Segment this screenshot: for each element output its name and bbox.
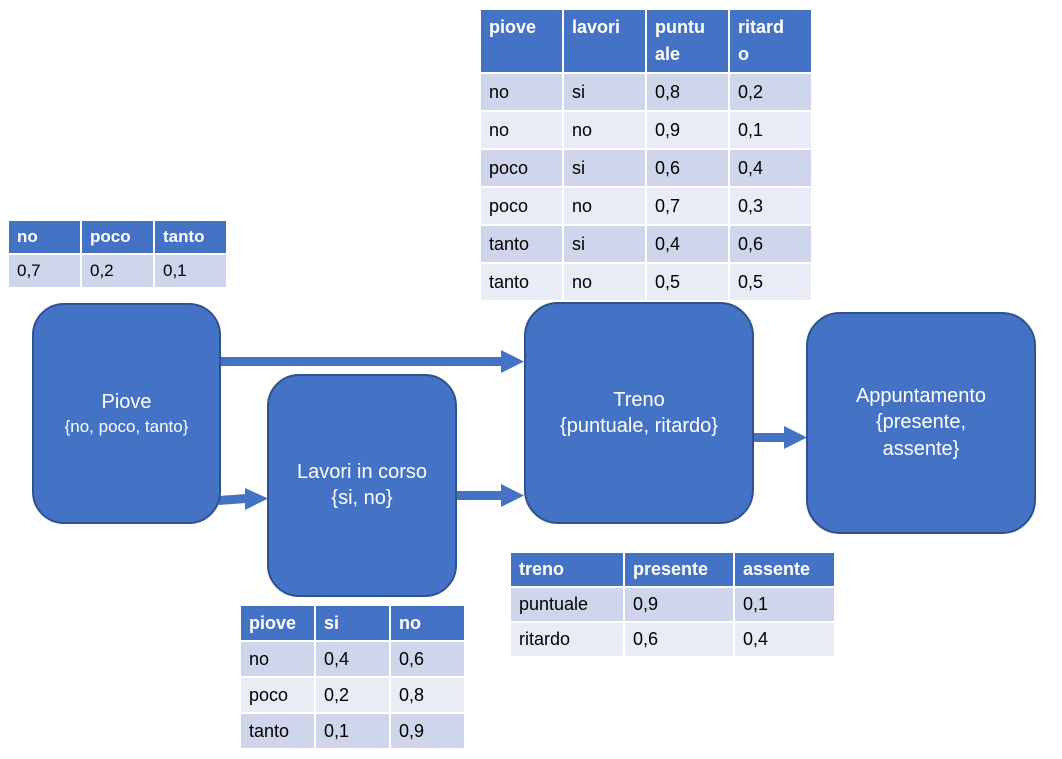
table-cell: 0,9 bbox=[624, 587, 734, 622]
table-cell: no bbox=[563, 111, 646, 149]
header-cell: puntu ale bbox=[646, 9, 729, 73]
table-cell: 0,8 bbox=[390, 677, 465, 713]
table-cell: poco bbox=[480, 149, 563, 187]
node-appuntamento-states-line2: assente} bbox=[882, 438, 960, 460]
header-cell: presente bbox=[624, 552, 734, 587]
table-cell: 0,7 bbox=[8, 254, 81, 288]
node-piove-title: Piove bbox=[101, 391, 152, 413]
header-cell: ritard o bbox=[729, 9, 812, 73]
table-cell: 0,7 bbox=[646, 187, 729, 225]
header-cell: tanto bbox=[154, 220, 227, 254]
table-cell: 0,6 bbox=[729, 225, 812, 263]
header-text: ritard bbox=[738, 17, 785, 37]
node-lavori-states: {si, no} bbox=[331, 487, 393, 509]
header-cell: no bbox=[8, 220, 81, 254]
header-text: puntu bbox=[655, 17, 705, 37]
table-cell: no bbox=[563, 187, 646, 225]
header-cell: piove bbox=[240, 605, 315, 641]
table-header-row: piove si no bbox=[240, 605, 465, 641]
table-row: poco si 0,6 0,4 bbox=[480, 149, 812, 187]
table-cell: poco bbox=[240, 677, 315, 713]
table-cell: 0,6 bbox=[646, 149, 729, 187]
table-cell: 0,4 bbox=[646, 225, 729, 263]
header-cell: assente bbox=[734, 552, 835, 587]
edge-treno-appuntamento bbox=[752, 426, 807, 449]
table-cell: 0,4 bbox=[734, 622, 835, 657]
table-cell: 0,2 bbox=[315, 677, 390, 713]
header-cell: piove bbox=[480, 9, 563, 73]
table-cell: 0,2 bbox=[729, 73, 812, 111]
table-cell: 0,8 bbox=[646, 73, 729, 111]
header-cell: treno bbox=[510, 552, 624, 587]
table-cell: 0,6 bbox=[624, 622, 734, 657]
table-cell: 0,4 bbox=[729, 149, 812, 187]
header-text: piove bbox=[489, 17, 537, 37]
table-cell: no bbox=[563, 263, 646, 301]
node-lavori-in-corso[interactable]: Lavori in corso {si, no} bbox=[267, 374, 457, 597]
table-cell: 0,4 bbox=[315, 641, 390, 677]
table-row: ritardo 0,6 0,4 bbox=[510, 622, 835, 657]
table-cell: puntuale bbox=[510, 587, 624, 622]
table-cell: si bbox=[563, 149, 646, 187]
table-header-row: no poco tanto bbox=[8, 220, 227, 254]
table-row: tanto no 0,5 0,5 bbox=[480, 263, 812, 301]
header-text: ale bbox=[655, 44, 681, 64]
table-row: tanto 0,1 0,9 bbox=[240, 713, 465, 749]
table-cell: 0,1 bbox=[729, 111, 812, 149]
table-cell: 0,1 bbox=[154, 254, 227, 288]
table-row: poco no 0,7 0,3 bbox=[480, 187, 812, 225]
header-cell: si bbox=[315, 605, 390, 641]
table-cell: 0,2 bbox=[81, 254, 154, 288]
table-row: no 0,4 0,6 bbox=[240, 641, 465, 677]
table-row: tanto si 0,4 0,6 bbox=[480, 225, 812, 263]
table-cell: tanto bbox=[480, 225, 563, 263]
table-cell: ritardo bbox=[510, 622, 624, 657]
table-cell: 0,6 bbox=[390, 641, 465, 677]
table-cell: 0,5 bbox=[729, 263, 812, 301]
table-cell: 0,3 bbox=[729, 187, 812, 225]
table-cell: si bbox=[563, 225, 646, 263]
node-appuntamento-states-line1: {presente, bbox=[875, 411, 967, 433]
table-cell: si bbox=[563, 73, 646, 111]
table-row: no no 0,9 0,1 bbox=[480, 111, 812, 149]
table-row: poco 0,2 0,8 bbox=[240, 677, 465, 713]
node-piove[interactable]: Piove {no, poco, tanto} bbox=[32, 303, 221, 524]
table-cell: no bbox=[480, 73, 563, 111]
node-treno[interactable]: Treno {puntuale, ritardo} bbox=[524, 302, 754, 524]
node-appuntamento[interactable]: Appuntamento {presente, assente} bbox=[806, 312, 1036, 534]
table-header-row: piove lavori puntu ale ritard o bbox=[480, 9, 812, 73]
table-row: no si 0,8 0,2 bbox=[480, 73, 812, 111]
header-cell: no bbox=[390, 605, 465, 641]
node-appuntamento-title: Appuntamento bbox=[855, 385, 987, 407]
cpt-table-piove: no poco tanto 0,7 0,2 0,1 bbox=[8, 220, 227, 288]
edge-lavori-treno bbox=[455, 484, 524, 507]
node-treno-title: Treno bbox=[613, 388, 665, 411]
table-cell: tanto bbox=[240, 713, 315, 749]
table-cell: 0,9 bbox=[646, 111, 729, 149]
edge-piove-lavori bbox=[219, 488, 268, 510]
table-cell: tanto bbox=[480, 263, 563, 301]
table-cell: 0,9 bbox=[390, 713, 465, 749]
table-row: puntuale 0,9 0,1 bbox=[510, 587, 835, 622]
table-header-row: treno presente assente bbox=[510, 552, 835, 587]
header-text: o bbox=[738, 44, 749, 64]
table-cell: no bbox=[480, 111, 563, 149]
header-cell: lavori bbox=[563, 9, 646, 73]
node-piove-states: {no, poco, tanto} bbox=[64, 417, 189, 436]
table-cell: 0,1 bbox=[315, 713, 390, 749]
header-cell: poco bbox=[81, 220, 154, 254]
node-lavori-title: Lavori in corso bbox=[296, 461, 428, 483]
table-cell: 0,1 bbox=[734, 587, 835, 622]
header-text: lavori bbox=[572, 17, 621, 37]
edge-piove-treno bbox=[219, 350, 524, 373]
cpt-table-appuntamento: treno presente assente puntuale 0,9 0,1 … bbox=[510, 552, 835, 657]
node-treno-states: {puntuale, ritardo} bbox=[560, 414, 718, 437]
table-cell: poco bbox=[480, 187, 563, 225]
table-row: 0,7 0,2 0,1 bbox=[8, 254, 227, 288]
table-cell: no bbox=[240, 641, 315, 677]
table-cell: 0,5 bbox=[646, 263, 729, 301]
cpt-table-treno: piove lavori puntu ale ritard o no si 0,… bbox=[480, 9, 812, 301]
cpt-table-lavori: piove si no no 0,4 0,6 poco 0,2 0,8 tant… bbox=[240, 605, 465, 749]
